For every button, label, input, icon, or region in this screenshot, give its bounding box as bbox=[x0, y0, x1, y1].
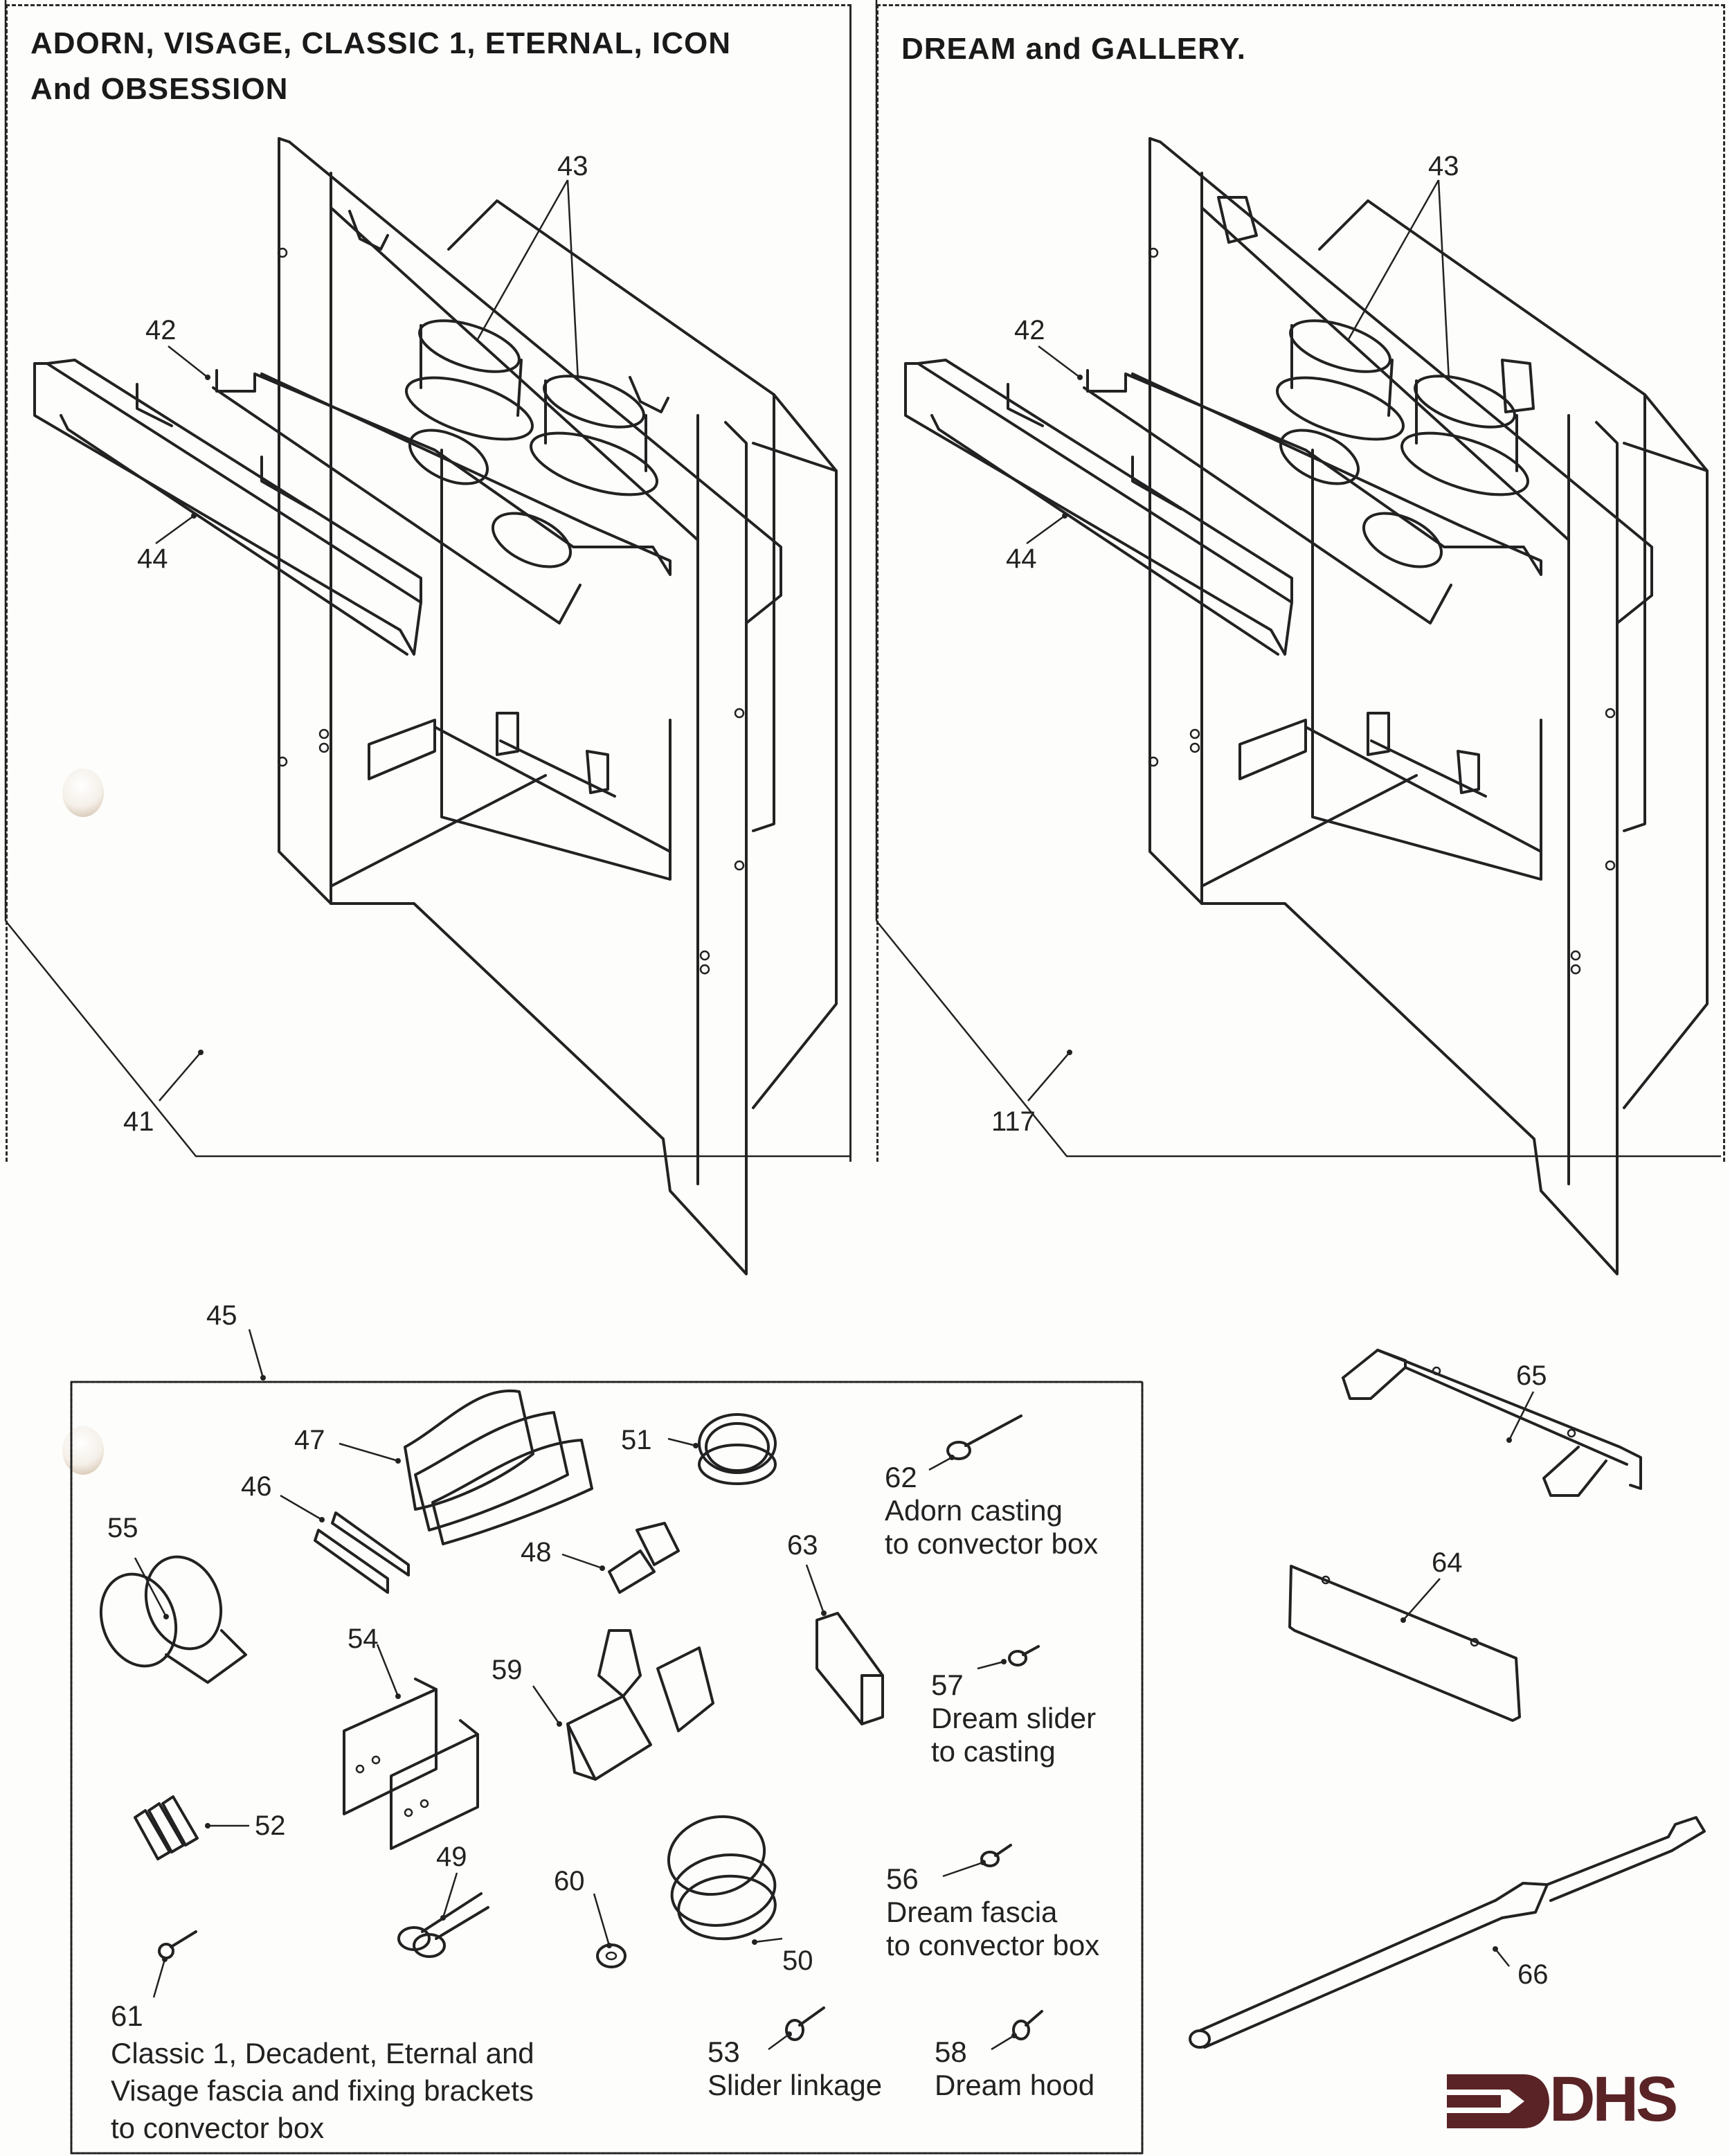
kit-box bbox=[70, 1381, 1144, 2155]
caption-number: 57 bbox=[931, 1669, 964, 1701]
caption-line: Adorn casting bbox=[885, 1494, 1063, 1527]
caption-56: 56 Dream fascia to convector box bbox=[886, 1862, 1099, 1962]
caption-61: 61 Classic 1, Decadent, Eternal and Visa… bbox=[111, 1997, 534, 2147]
punch-hole bbox=[62, 1426, 104, 1475]
hook-bracket bbox=[348, 210, 389, 251]
callout-64: 64 bbox=[1432, 1547, 1463, 1578]
part-48-threaded-stud bbox=[608, 1522, 680, 1594]
caption-53: 53 Slider linkage bbox=[708, 2036, 882, 2102]
part-59-isolation-valve bbox=[566, 1629, 714, 1781]
part-47-rope-seal bbox=[404, 1389, 593, 1545]
part-56-screw bbox=[980, 1844, 1012, 1867]
part-58-screw bbox=[1012, 2010, 1043, 2040]
callout-117: 117 bbox=[991, 1106, 1036, 1137]
caption-number: 62 bbox=[885, 1461, 917, 1493]
part-64-plate bbox=[1288, 1565, 1521, 1722]
caption-line: to convector box bbox=[111, 2112, 325, 2144]
part-66-rod bbox=[1189, 1816, 1706, 2049]
callout-54: 54 bbox=[348, 1624, 379, 1654]
caption-line: Dream hood bbox=[935, 2069, 1095, 2101]
callout-47: 47 bbox=[294, 1425, 325, 1455]
caption-line: to casting bbox=[931, 1735, 1056, 1768]
diagram-panel-left bbox=[6, 4, 852, 1162]
callout-55: 55 bbox=[107, 1513, 138, 1543]
caption-line: Classic 1, Decadent, Eternal and bbox=[111, 2037, 534, 2069]
clip-bracket bbox=[1501, 359, 1535, 413]
part-55-tape-roll bbox=[99, 1555, 247, 1684]
clip-bracket bbox=[1217, 196, 1258, 244]
callout-42-right: 42 bbox=[1014, 315, 1045, 345]
caption-line: Dream slider bbox=[931, 1702, 1097, 1734]
part-53-screw bbox=[785, 2006, 825, 2041]
callout-49: 49 bbox=[436, 1842, 467, 1872]
caption-57: 57 Dream slider to casting bbox=[931, 1669, 1096, 1768]
callout-63: 63 bbox=[787, 1530, 818, 1561]
part-60-washer bbox=[596, 1943, 627, 1968]
dhs-logo: DHS bbox=[1440, 2064, 1703, 2135]
hook-bracket bbox=[629, 376, 669, 413]
part-49-eye-screws bbox=[397, 1892, 489, 1958]
panel-title-line1: ADORN, VISAGE, CLASSIC 1, ETERNAL, ICON bbox=[30, 26, 731, 60]
callout-43-right: 43 bbox=[1428, 151, 1459, 181]
caption-line: to convector box bbox=[885, 1527, 1099, 1560]
callout-52: 52 bbox=[255, 1811, 286, 1841]
convector-box-41 bbox=[4, 0, 852, 1275]
part-65-hood-bracket bbox=[1342, 1349, 1642, 1497]
caption-number: 61 bbox=[111, 2000, 143, 2032]
callout-42-left: 42 bbox=[145, 315, 177, 345]
callout-44-left: 44 bbox=[137, 544, 168, 574]
caption-58: 58 Dream hood bbox=[935, 2036, 1094, 2102]
caption-62: 62 Adorn casting to convector box bbox=[885, 1461, 1098, 1561]
panel-title-line1: DREAM and GALLERY. bbox=[901, 32, 1246, 66]
punch-hole bbox=[62, 769, 104, 817]
logo-text: DHS bbox=[1549, 2064, 1678, 2135]
callout-46: 46 bbox=[241, 1471, 272, 1502]
part-63-block bbox=[816, 1612, 884, 1725]
part-51-sealing-ring bbox=[698, 1413, 777, 1485]
part-52-wall-plugs bbox=[134, 1795, 199, 1860]
part-62-screw bbox=[946, 1414, 1022, 1460]
callout-66: 66 bbox=[1517, 1959, 1549, 1990]
part-54-fixing-brackets bbox=[343, 1678, 479, 1850]
caption-number: 53 bbox=[708, 2036, 740, 2068]
callout-44-right: 44 bbox=[1006, 544, 1037, 574]
callout-59: 59 bbox=[492, 1655, 523, 1685]
part-61-screw bbox=[158, 1930, 197, 1959]
caption-line: to convector box bbox=[886, 1929, 1100, 1961]
caption-line: Visage fascia and fixing brackets bbox=[111, 2074, 534, 2107]
callout-45: 45 bbox=[206, 1300, 237, 1331]
panel-title-left: ADORN, VISAGE, CLASSIC 1, ETERNAL, ICON … bbox=[30, 21, 731, 112]
part-50-coiled-cable bbox=[667, 1815, 777, 1941]
caption-number: 56 bbox=[886, 1862, 919, 1895]
caption-line: Dream fascia bbox=[886, 1896, 1058, 1928]
convector-box-117 bbox=[875, 0, 1722, 1275]
caption-number: 58 bbox=[935, 2036, 967, 2068]
callout-60: 60 bbox=[554, 1866, 585, 1896]
callout-65: 65 bbox=[1516, 1360, 1547, 1391]
part-57-screw bbox=[1008, 1645, 1040, 1667]
callout-50: 50 bbox=[782, 1946, 813, 1976]
caption-line: Slider linkage bbox=[708, 2069, 883, 2101]
part-46-channel-strips bbox=[314, 1511, 410, 1594]
panel-title-right: DREAM and GALLERY. bbox=[901, 26, 1246, 72]
callout-41: 41 bbox=[123, 1106, 154, 1137]
diagram-panel-right bbox=[876, 4, 1725, 1162]
callout-43-left: 43 bbox=[557, 151, 588, 181]
panel-title-line2: And OBSESSION bbox=[30, 72, 289, 106]
arrow-logo-icon bbox=[1447, 2074, 1549, 2128]
callout-48: 48 bbox=[521, 1537, 552, 1567]
callout-51: 51 bbox=[621, 1425, 652, 1455]
